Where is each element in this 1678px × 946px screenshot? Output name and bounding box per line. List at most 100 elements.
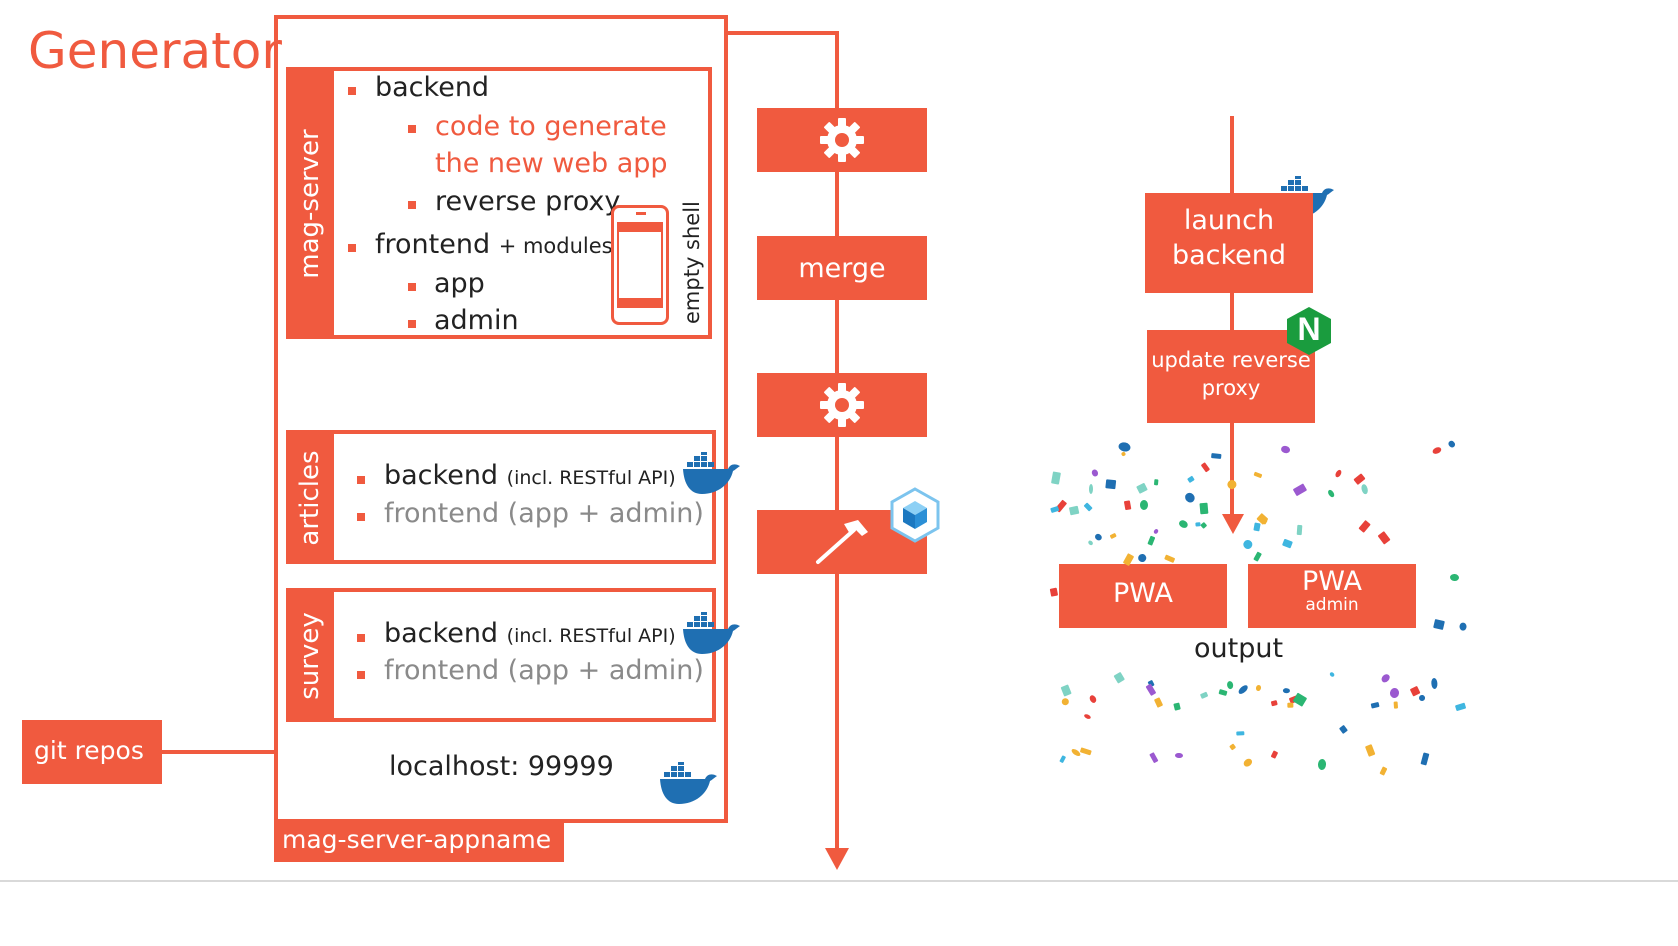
confetti-piece [1051,471,1061,485]
confetti-piece [1200,521,1208,530]
gear-icon [820,383,864,427]
pwa-label: PWA [1113,578,1173,609]
articles-box [286,430,716,564]
merge-label: merge [798,252,886,284]
confetti-piece [1447,439,1457,449]
bullet [348,244,356,252]
articles-backend-label: backend [384,460,499,491]
launch-backend-box: launch backend [1145,193,1313,293]
hammer-icon [816,520,868,564]
confetti-piece [1173,702,1182,711]
pipeline-arrowhead-icon [825,848,849,870]
mag-generate-line1: code to generate [435,111,667,142]
git-repos-connector [162,750,276,754]
confetti-piece [1109,532,1118,540]
confetti-piece [1093,532,1103,541]
confetti-piece [1418,693,1427,702]
mag-backend: backend [375,72,490,103]
empty-shell-label: empty shell [680,201,704,324]
confetti-piece [1087,540,1095,547]
bullet [348,87,356,95]
output-label: output [1194,633,1284,664]
phone-icon [611,205,669,325]
confetti-piece [1421,752,1431,766]
confetti-piece [1236,683,1249,696]
bullet [357,671,365,679]
confetti-piece [1061,698,1070,706]
confetti-piece [1409,685,1421,697]
confetti-piece [1282,688,1290,694]
nginx-icon: N [1286,306,1332,356]
confetti-piece [1364,744,1376,757]
confetti-piece [1070,747,1082,758]
git-repos-box: git repos [22,720,162,784]
page-title: Generator [28,22,282,80]
mag-frontend: frontend + modules [375,229,613,260]
confetti-piece [1334,469,1343,480]
confetti-piece [1242,539,1254,551]
confetti-piece [1059,754,1067,763]
confetti-piece [1050,506,1060,514]
confetti-piece [1326,488,1336,499]
bullet [408,125,416,133]
confetti-piece [1226,680,1234,690]
confetti-piece [1279,444,1291,454]
confetti-piece [1194,521,1201,527]
confetti-piece [1153,697,1163,708]
confetti-piece [1148,752,1159,764]
pwa-admin-box: PWA admin [1248,564,1416,628]
confetti-piece [1433,618,1446,630]
confetti-piece [1270,750,1278,759]
confetti-piece [1082,712,1092,720]
confetti-piece [1296,524,1302,536]
confetti-piece [1080,746,1093,756]
localhost-label: localhost: 99999 [389,751,614,782]
confetti-piece [1449,573,1459,582]
confetti-piece [1393,701,1399,709]
docker-icon [683,452,740,494]
bullet [357,476,365,484]
confetti-piece [1458,622,1467,631]
confetti-piece [1255,684,1262,692]
launch-line1: launch [1183,205,1275,236]
confetti-piece [1146,679,1155,687]
confetti-piece [1377,530,1391,545]
confetti-piece [1281,538,1293,549]
git-repos-label: git repos [34,736,144,765]
nginx-letter: N [1297,311,1321,347]
mag-server-sidebar: mag-server [286,67,334,339]
build-step [757,373,927,437]
confetti-piece [1135,552,1148,565]
confetti-piece [1175,752,1184,759]
confetti-piece [1145,683,1157,697]
confetti-piece [1229,742,1237,751]
mag-generate-line2: the new web app [435,148,668,179]
confetti-piece [1050,587,1059,597]
container-footer: mag-server-appname [274,821,564,862]
update-line2: proxy [1201,376,1261,400]
confetti-piece [1068,505,1080,516]
docker-icon [660,762,717,804]
bullet [408,201,416,209]
confetti-piece [1431,446,1442,456]
confetti-piece [1136,482,1149,495]
merge-step: merge [757,236,927,300]
confetti-piece [1370,701,1380,709]
confetti-piece [1258,515,1269,525]
pipeline-line [835,31,839,851]
confetti-piece [1236,731,1245,736]
mag-admin: admin [434,305,519,336]
confetti-piece [1358,519,1372,533]
launch-line2: backend [1171,240,1287,271]
confetti-piece [1084,502,1093,512]
mag-server-label: mag-server [295,129,325,279]
confetti-piece [1140,499,1149,510]
confetti-piece [1353,473,1366,485]
confetti-piece [1338,725,1349,735]
confetti-piece [1317,758,1327,771]
confetti-piece [1328,671,1335,679]
confetti-piece [1199,502,1209,515]
confetti-piece [1187,475,1196,484]
deploy-arrowhead-icon [1222,514,1244,534]
confetti-piece [1164,554,1176,564]
